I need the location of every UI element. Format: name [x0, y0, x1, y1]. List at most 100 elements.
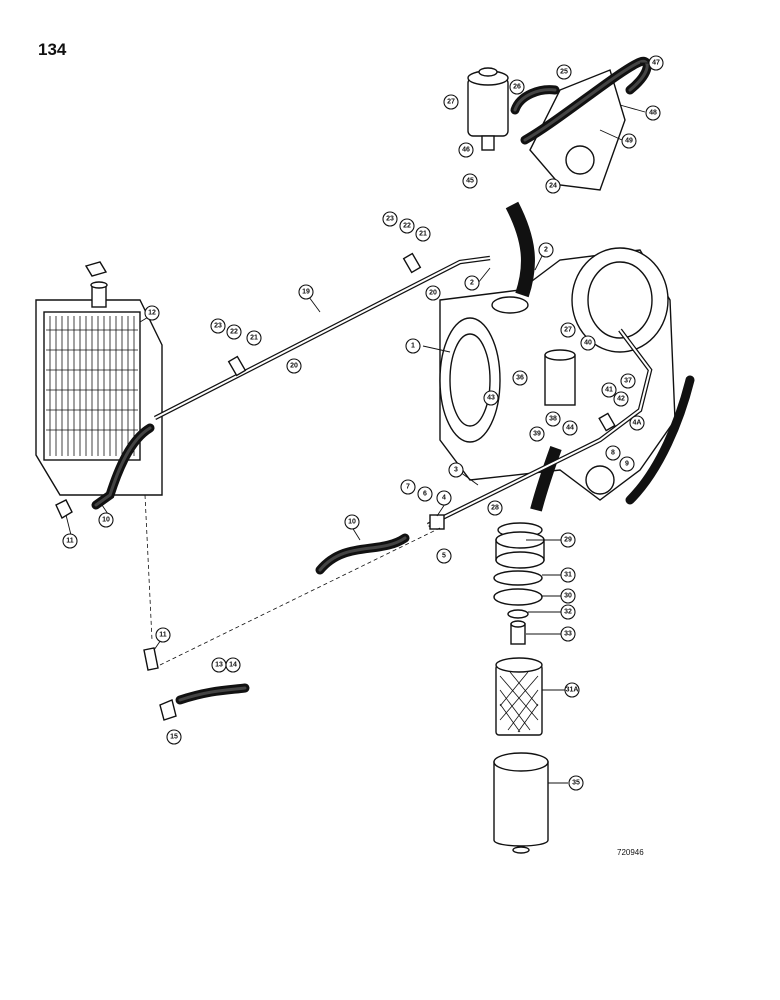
upper-filter-assembly [467, 67, 626, 191]
callout-label: 12 [148, 310, 156, 317]
callout-label: 4A [633, 420, 642, 427]
callout-1: 1 [405, 338, 421, 354]
callout-32: 32 [560, 604, 576, 620]
alignment-line-1 [144, 494, 153, 641]
elbow-15 [159, 699, 177, 721]
callout-label: 38 [549, 416, 557, 423]
clamp-21-upper [402, 252, 422, 274]
callout-label: 21 [419, 231, 427, 238]
callout-label: 29 [564, 537, 572, 544]
callout-label: 11 [66, 538, 74, 545]
callout-40: 40 [580, 335, 596, 351]
callout-22: 22 [399, 218, 415, 234]
callout-label: 41 [605, 387, 613, 394]
callout-label: 9 [625, 461, 629, 468]
callout-label: 46 [462, 147, 470, 154]
callout-label: 23 [214, 323, 222, 330]
callout-39: 39 [529, 426, 545, 442]
callout-label: 6 [423, 491, 427, 498]
callout-6: 6 [417, 486, 433, 502]
callout-label: 22 [403, 223, 411, 230]
callout-label: 35 [572, 780, 580, 787]
callout-label: 40 [584, 340, 592, 347]
callout-label: 42 [617, 396, 625, 403]
callout-12: 12 [144, 305, 160, 321]
callout-21: 21 [246, 330, 262, 346]
callout-20: 20 [286, 358, 302, 374]
elbow-11-lower [143, 647, 159, 671]
callout-label: 20 [429, 290, 437, 297]
callout-label: 3 [454, 467, 458, 474]
callout-24: 24 [545, 178, 561, 194]
callout-11: 11 [62, 533, 78, 549]
callout-label: 28 [491, 505, 499, 512]
callout-43: 43 [483, 390, 499, 406]
callout-20: 20 [425, 285, 441, 301]
callout-label: 21 [250, 335, 258, 342]
elbow-11-upper [55, 499, 73, 520]
large-hose-upper [505, 201, 535, 298]
callout-42: 42 [613, 391, 629, 407]
callout-label: 49 [625, 138, 633, 145]
clamp-21-lower [227, 355, 247, 377]
callout-label: 43 [487, 395, 495, 402]
callout-38: 38 [545, 411, 561, 427]
callout-31: 31 [560, 567, 576, 583]
callout-label: 10 [348, 519, 356, 526]
callout-label: 27 [564, 327, 572, 334]
callout-7: 7 [400, 479, 416, 495]
callout-30: 30 [560, 588, 576, 604]
callout-14: 14 [225, 657, 241, 673]
drawing-code: 720946 [617, 848, 644, 857]
oil-cooler-radiator [35, 261, 163, 496]
callout-label: 31 [564, 572, 572, 579]
callout-label: 8 [611, 450, 615, 457]
callout-26: 26 [509, 79, 525, 95]
callout-2: 2 [538, 242, 554, 258]
callout-label: 2 [544, 247, 548, 254]
callout-label: 19 [302, 289, 310, 296]
callout-label: 7 [406, 484, 410, 491]
callout-11: 11 [155, 627, 171, 643]
callout-label: 39 [533, 431, 541, 438]
page-number: 134 [38, 40, 67, 59]
callout-3: 3 [448, 462, 464, 478]
callout-4: 4 [436, 490, 452, 506]
callout-label: 10 [102, 517, 110, 524]
callout-label: 20 [290, 363, 298, 370]
callout-47: 47 [648, 55, 664, 71]
callout-23: 23 [210, 318, 226, 334]
clamp-4a [598, 412, 616, 432]
callout-label: 37 [624, 378, 632, 385]
callout-label: 15 [170, 734, 178, 741]
callout-19: 19 [298, 284, 314, 300]
callout-27: 27 [560, 322, 576, 338]
callout-22: 22 [226, 324, 242, 340]
callout-label: 33 [564, 631, 572, 638]
callout-label: 22 [230, 329, 238, 336]
callout-label: 4 [442, 495, 446, 502]
tube-3 [427, 328, 653, 528]
alignment-line-2 [159, 527, 441, 666]
tube-19 [153, 255, 491, 421]
callout-28: 28 [487, 500, 503, 516]
hose-right [625, 375, 695, 505]
callout-45: 45 [462, 173, 478, 189]
callout-label: 44 [566, 425, 574, 432]
callout-15: 15 [166, 729, 182, 745]
callout-label: 48 [649, 110, 657, 117]
callout-label: 11 [159, 632, 167, 639]
callout-36: 36 [512, 370, 528, 386]
clamp-4 [429, 514, 445, 530]
callout-8: 8 [605, 445, 621, 461]
callout-label: 45 [466, 178, 474, 185]
lower-filter-stack [493, 522, 549, 854]
callout-37: 37 [620, 373, 636, 389]
callout-23: 23 [382, 211, 398, 227]
callout-label: 31A [566, 687, 579, 694]
callout-label: 24 [549, 183, 557, 190]
callout-label: 26 [513, 84, 521, 91]
callout-33: 33 [560, 626, 576, 642]
callout-13: 13 [211, 657, 227, 673]
